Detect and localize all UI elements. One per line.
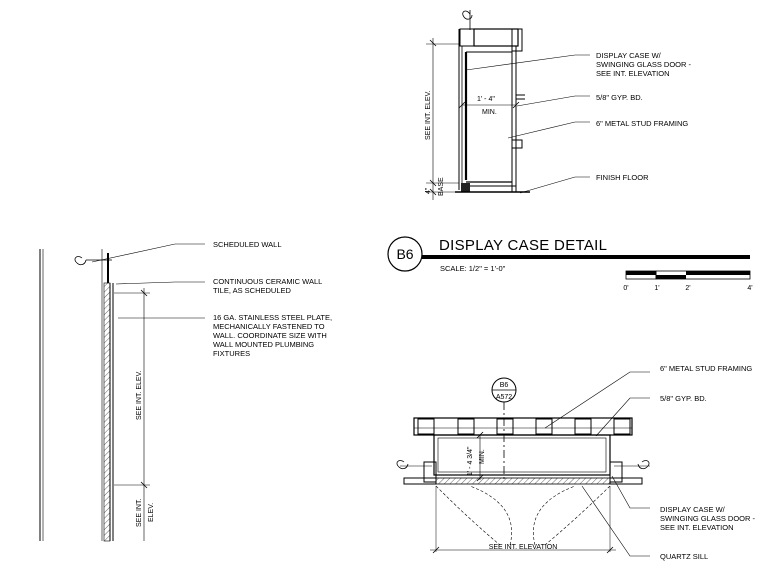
- svg-text:MECHANICALLY FASTENED TO: MECHANICALLY FASTENED TO: [213, 322, 325, 331]
- detail-tag-circle: [387, 236, 423, 272]
- plan-section: B6 A572 SEE IN: [396, 364, 756, 561]
- svg-text:SEE INT. ELEVATION: SEE INT. ELEVATION: [660, 523, 734, 532]
- display-case-plan: [433, 434, 611, 476]
- left-section: SEE INT. ELEV. SEE INT. ELEV. SCHEDULED …: [39, 240, 332, 542]
- break-symbol: [462, 10, 473, 20]
- dim-width: SEE INT. ELEVATION: [489, 544, 558, 551]
- title-block: B6 DISPLAY CASE DETAIL SCALE: 1/2" = 1'-…: [387, 236, 753, 292]
- top-note-gyp-bd: 5/8" GYP. BD.: [596, 93, 643, 102]
- svg-text:4': 4': [747, 285, 752, 292]
- left-note-scheduled-wall: SCHEDULED WALL: [213, 240, 282, 249]
- top-note-finish-floor: FINISH FLOOR: [596, 173, 649, 182]
- svg-text:SEE INT. ELEVATION: SEE INT. ELEVATION: [596, 69, 670, 78]
- left-note-ceramic-tile: CONTINUOUS CERAMIC WALL TILE, AS SCHEDUL…: [213, 277, 322, 295]
- wall-tile: [103, 282, 111, 542]
- svg-text:SWINGING GLASS DOOR -: SWINGING GLASS DOOR -: [596, 60, 692, 69]
- callout-tag: B6: [500, 382, 509, 389]
- dim-base-value: 4": [425, 187, 432, 194]
- svg-text:2': 2': [685, 285, 690, 292]
- svg-text:DISPLAY CASE W/: DISPLAY CASE W/: [660, 505, 726, 514]
- plan-note-stud-framing: 6" METAL STUD FRAMING: [660, 364, 752, 373]
- svg-text:16 GA. STAINLESS STEEL PLATE,: 16 GA. STAINLESS STEEL PLATE,: [213, 313, 332, 322]
- break-symbol: [637, 460, 650, 470]
- top-section: 1' - 4" MIN. SEE INT. ELEV. 4" BASE DISP…: [425, 10, 692, 200]
- top-note-display-case: DISPLAY CASE W/ SWINGING GLASS DOOR - SE…: [596, 51, 692, 78]
- dim-height: SEE INT. ELEV.: [425, 90, 432, 140]
- top-framing: [473, 28, 519, 47]
- break-symbol: [74, 256, 87, 266]
- dim-min: MIN.: [482, 109, 497, 116]
- break-symbol: [396, 460, 409, 470]
- svg-text:WALL MOUNTED PLUMBING: WALL MOUNTED PLUMBING: [213, 340, 314, 349]
- left-dim-lower-2: ELEV.: [148, 503, 155, 522]
- detail-tag: B6: [396, 246, 413, 262]
- graphic-scale: 0' 1' 2' 4': [623, 270, 753, 292]
- plan-note-display-case: DISPLAY CASE W/ SWINGING GLASS DOOR - SE…: [660, 505, 756, 532]
- svg-text:1': 1': [654, 285, 659, 292]
- dim-depth: 1' - 4": [477, 96, 495, 103]
- svg-text:0': 0': [623, 285, 628, 292]
- plan-dim-depth: 1' - 4 3/4": [467, 446, 474, 476]
- svg-text:TILE, AS SCHEDULED: TILE, AS SCHEDULED: [213, 286, 292, 295]
- detail-title: DISPLAY CASE DETAIL: [439, 237, 607, 254]
- callout-sheet: A572: [496, 394, 512, 401]
- svg-text:SWINGING GLASS DOOR -: SWINGING GLASS DOOR -: [660, 514, 756, 523]
- svg-text:FIXTURES: FIXTURES: [213, 349, 250, 358]
- door-swing-right: [544, 485, 611, 546]
- door-swing-left: [435, 485, 501, 546]
- plan-note-quartz-sill: QUARTZ SILL: [660, 552, 708, 561]
- svg-text:CONTINUOUS CERAMIC WALL: CONTINUOUS CERAMIC WALL: [213, 277, 322, 286]
- left-dim-lower-1: SEE INT.: [136, 499, 143, 527]
- dim-base-label: BASE: [438, 177, 445, 196]
- top-note-stud-framing: 6" METAL STUD FRAMING: [596, 119, 688, 128]
- left-dim-upper: SEE INT. ELEV.: [136, 370, 143, 420]
- left-note-steel-plate: 16 GA. STAINLESS STEEL PLATE, MECHANICAL…: [213, 313, 332, 358]
- base-block: [461, 183, 470, 192]
- svg-text:DISPLAY CASE W/: DISPLAY CASE W/: [596, 51, 662, 60]
- svg-text:WALL. COORDINATE SIZE WITH: WALL. COORDINATE SIZE WITH: [213, 331, 327, 340]
- scale-text: SCALE: 1/2" = 1'-0": [440, 264, 506, 273]
- plan-note-gyp-bd: 5/8" GYP. BD.: [660, 394, 707, 403]
- quartz-sill: [435, 477, 611, 485]
- plan-dim-min: MIN.: [479, 449, 486, 464]
